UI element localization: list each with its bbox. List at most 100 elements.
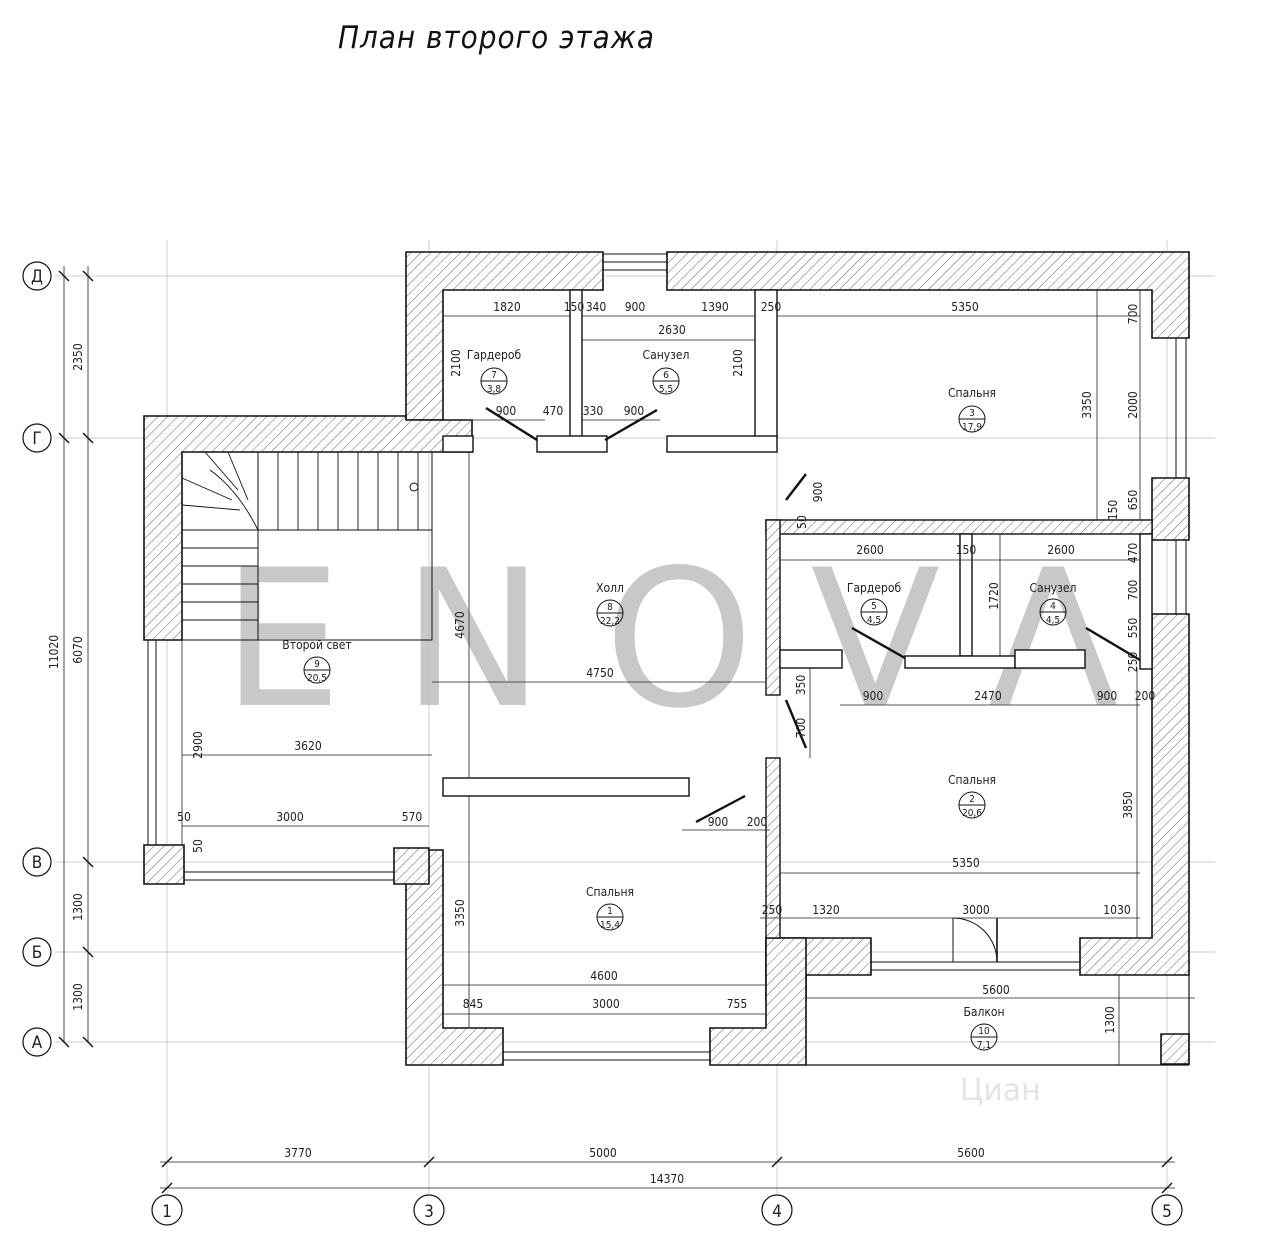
walls (143, 251, 1190, 1066)
room-tag: Спальня 1 15,4 (586, 885, 634, 931)
axis-label-d: Д (31, 267, 43, 287)
svg-text:20,5: 20,5 (307, 673, 327, 684)
svg-text:330: 330 (583, 404, 604, 418)
plan-title: План второго этажа (338, 20, 655, 56)
svg-text:14370: 14370 (650, 1172, 684, 1186)
svg-text:150: 150 (956, 543, 977, 557)
svg-text:900: 900 (1097, 689, 1118, 703)
doors (485, 406, 1141, 824)
svg-text:150: 150 (1106, 500, 1120, 521)
svg-text:1300: 1300 (71, 983, 85, 1011)
svg-text:900: 900 (625, 300, 646, 314)
svg-text:350: 350 (794, 675, 808, 696)
axis-label-v: В (32, 853, 43, 873)
svg-text:1300: 1300 (71, 893, 85, 921)
room-tag: Спальня 2 20,6 (948, 773, 996, 819)
svg-text:470: 470 (1126, 543, 1140, 564)
axis-label-3: 3 (424, 1202, 434, 1222)
svg-text:755: 755 (727, 997, 748, 1011)
svg-text:3: 3 (969, 408, 975, 419)
svg-text:3620: 3620 (294, 739, 322, 753)
axis-label-4: 4 (772, 1202, 782, 1222)
svg-text:Балкон: Балкон (963, 1005, 1004, 1019)
svg-text:Второй свет: Второй свет (282, 638, 351, 652)
svg-text:900: 900 (708, 815, 729, 829)
svg-text:5000: 5000 (589, 1146, 617, 1160)
svg-text:4: 4 (1050, 601, 1056, 612)
svg-text:700: 700 (1126, 304, 1140, 325)
svg-text:1320: 1320 (812, 903, 840, 917)
svg-text:700: 700 (794, 718, 808, 739)
svg-text:20,6: 20,6 (962, 808, 982, 819)
svg-text:7: 7 (491, 370, 497, 381)
svg-text:2000: 2000 (1126, 391, 1140, 419)
axis-bubbles (22, 261, 1183, 1226)
svg-text:470: 470 (543, 404, 564, 418)
svg-text:22,2: 22,2 (600, 616, 620, 627)
svg-text:2: 2 (969, 794, 975, 805)
svg-text:3000: 3000 (276, 810, 304, 824)
room-tag: Спальня 3 17,9 (948, 386, 996, 433)
svg-text:200: 200 (1135, 689, 1156, 703)
room-tag: Холл 8 22,2 (596, 581, 624, 627)
svg-text:4600: 4600 (590, 969, 618, 983)
svg-text:250: 250 (1126, 652, 1140, 673)
svg-text:1390: 1390 (701, 300, 729, 314)
svg-text:1: 1 (607, 906, 613, 917)
svg-text:200: 200 (747, 815, 768, 829)
svg-text:Гардероб: Гардероб (467, 348, 522, 362)
balcony-outline (806, 975, 1190, 1066)
svg-text:650: 650 (1126, 490, 1140, 511)
balcony-door-swing (952, 917, 998, 963)
partitions (442, 289, 1153, 939)
staircase (181, 451, 433, 641)
svg-text:Спальня: Спальня (948, 386, 996, 400)
svg-text:3350: 3350 (453, 899, 467, 927)
svg-text:2470: 2470 (974, 689, 1002, 703)
dimension-ticks (58, 270, 1173, 1194)
svg-text:Гардероб: Гардероб (847, 581, 902, 595)
axis-label-5: 5 (1162, 1202, 1172, 1222)
room-tag: Второй свет 9 20,5 (282, 638, 351, 684)
svg-text:900: 900 (624, 404, 645, 418)
svg-text:3350: 3350 (1080, 391, 1094, 419)
axis-label-a: А (32, 1033, 43, 1053)
svg-text:700: 700 (1126, 580, 1140, 601)
svg-text:50: 50 (191, 839, 205, 853)
room-tag: Гардероб 5 4,5 (847, 581, 902, 626)
room-tag: Балкон 10 7,1 (963, 1005, 1004, 1051)
svg-text:15,4: 15,4 (600, 920, 620, 931)
svg-text:900: 900 (811, 482, 825, 503)
svg-text:150: 150 (564, 300, 585, 314)
svg-text:5600: 5600 (957, 1146, 985, 1160)
svg-text:7,1: 7,1 (977, 1040, 991, 1051)
svg-text:2350: 2350 (71, 343, 85, 371)
svg-text:1300: 1300 (1103, 1006, 1117, 1034)
svg-text:5600: 5600 (982, 983, 1010, 997)
svg-text:6: 6 (663, 370, 669, 381)
svg-text:900: 900 (863, 689, 884, 703)
svg-text:1820: 1820 (493, 300, 521, 314)
axis-label-b: Б (32, 943, 43, 963)
svg-text:550: 550 (1126, 618, 1140, 639)
svg-text:11020: 11020 (47, 635, 61, 669)
svg-text:900: 900 (496, 404, 517, 418)
svg-text:2900: 2900 (191, 731, 205, 759)
room-tags: Гардероб 7 3,8 Санузел 6 5,5 Спальня 3 1… (282, 348, 1076, 1051)
svg-text:50: 50 (795, 515, 809, 529)
svg-text:3000: 3000 (592, 997, 620, 1011)
svg-text:6070: 6070 (71, 636, 85, 664)
svg-text:5,5: 5,5 (659, 384, 673, 395)
svg-text:2100: 2100 (449, 349, 463, 377)
svg-text:3,8: 3,8 (487, 384, 502, 395)
svg-text:250: 250 (761, 300, 782, 314)
dimension-labels: 11020 2350 6070 1300 1300 1820 150 340 9… (47, 300, 1155, 1186)
svg-text:Санузел: Санузел (643, 348, 690, 362)
svg-text:4670: 4670 (453, 611, 467, 639)
svg-text:5350: 5350 (951, 300, 979, 314)
svg-text:4,5: 4,5 (1046, 615, 1060, 626)
svg-text:8: 8 (607, 602, 613, 613)
watermark-small: Циан (960, 1073, 1041, 1108)
svg-text:3770: 3770 (284, 1146, 312, 1160)
